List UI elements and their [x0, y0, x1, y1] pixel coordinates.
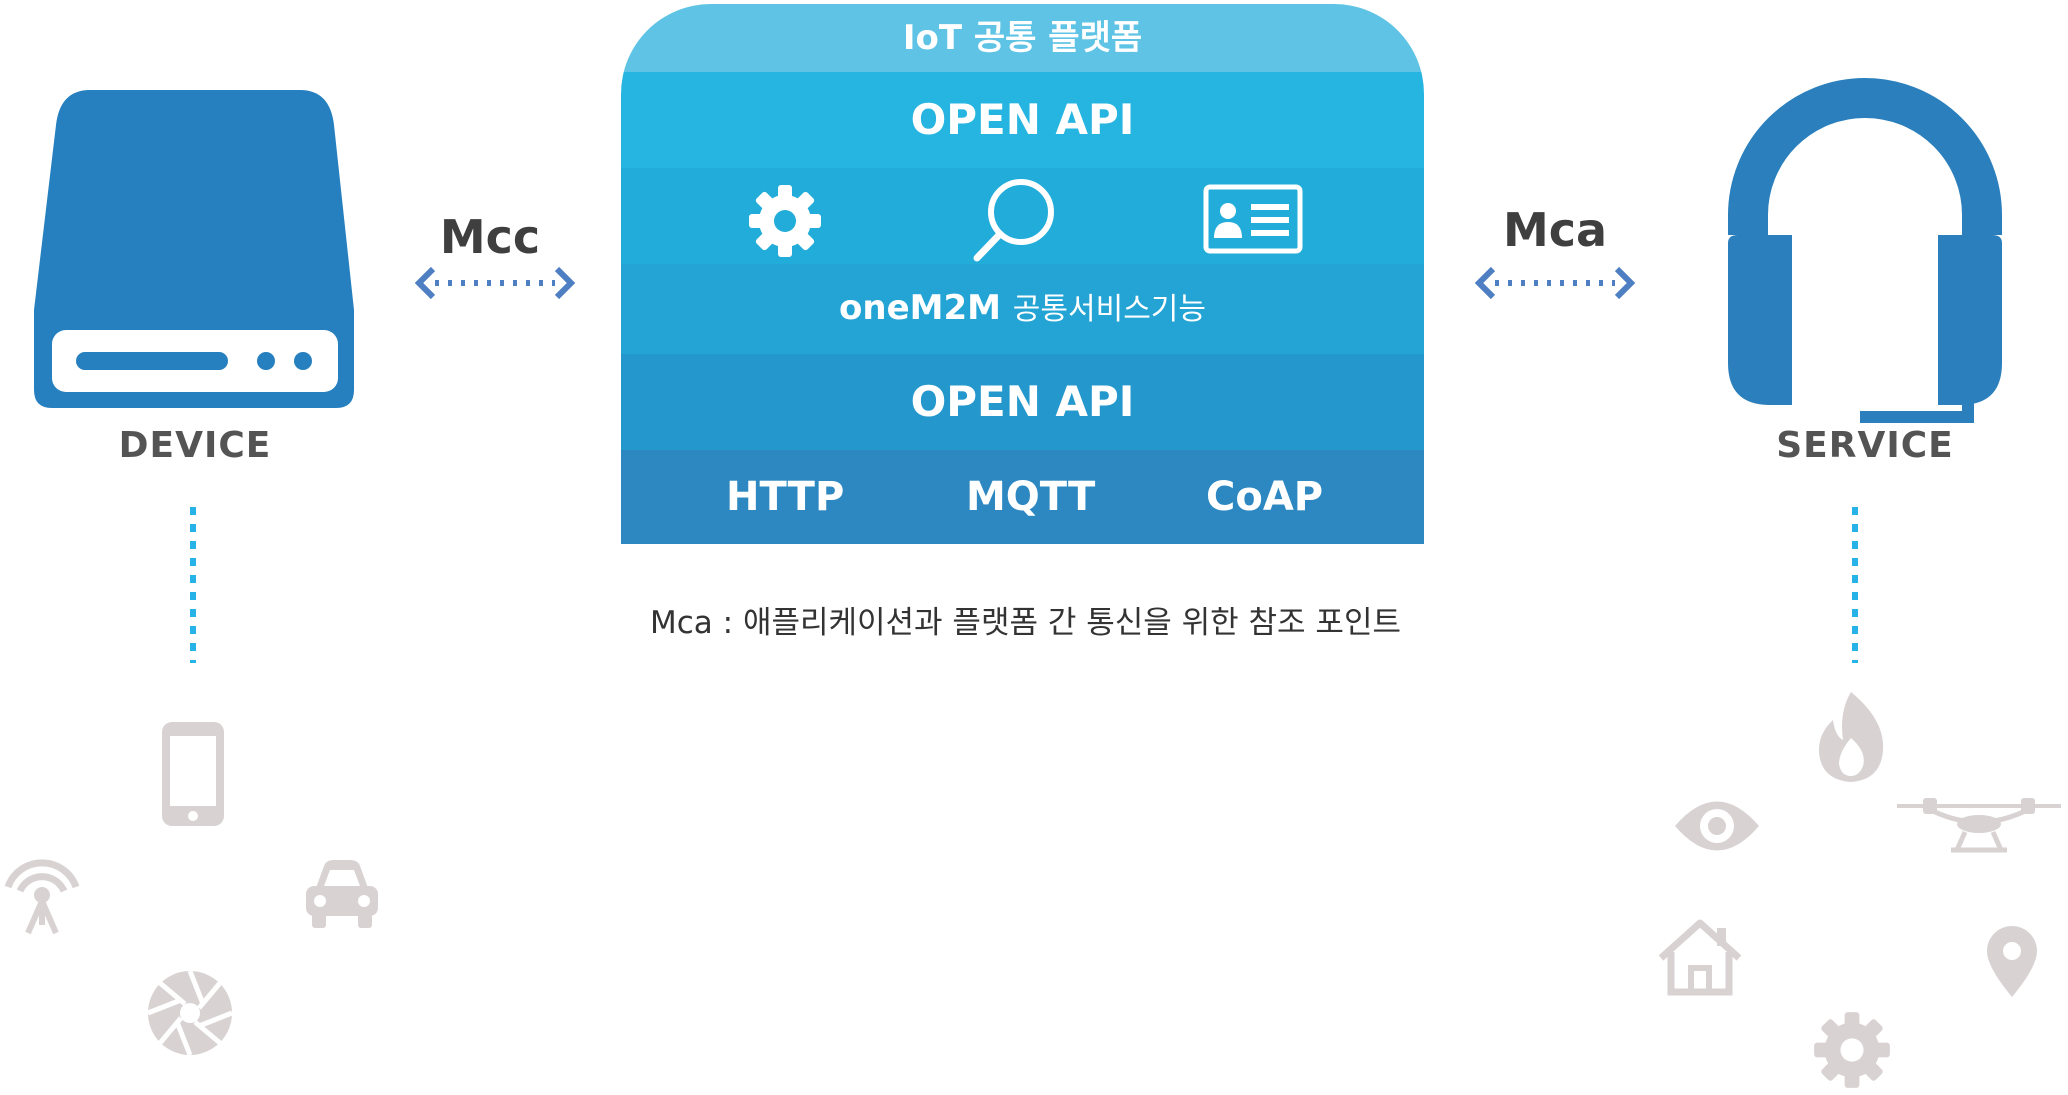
iot-platform-box: IoT 공통 플랫폼 OPEN API oneM2M 공통 — [621, 4, 1424, 544]
mca-arrow — [1475, 266, 1635, 300]
device-dotted-line — [190, 507, 196, 663]
eye-icon — [1675, 801, 1759, 851]
service-label: SERVICE — [1776, 425, 1954, 466]
gear-icon — [749, 185, 821, 257]
service-gear-icon — [1814, 1012, 1890, 1088]
drone-icon — [1897, 798, 2061, 853]
protocol-band: HTTP MQTT CoAP — [621, 450, 1424, 544]
car-icon — [306, 860, 378, 928]
onem2m-label: oneM2M — [839, 288, 1001, 328]
open-api-top: OPEN API — [621, 72, 1424, 168]
caption-text: Mca : 애플리케이션과 플랫폼 간 통신을 위한 참조 포인트 — [650, 605, 1401, 641]
device-label: DEVICE — [118, 425, 272, 466]
protocol-mqtt: MQTT — [966, 474, 1096, 520]
onem2m-service-band: oneM2M 공통서비스기능 — [621, 264, 1424, 354]
flame-icon — [1818, 692, 1884, 782]
platform-title: IoT 공통 플랫폼 — [621, 4, 1424, 72]
headset-icon — [1728, 78, 2002, 423]
mca-label: Mca — [1502, 203, 1608, 257]
service-dotted-line — [1852, 507, 1858, 663]
id-card-icon — [1203, 184, 1303, 254]
camera-shutter-icon — [147, 970, 233, 1056]
home-icon — [1658, 919, 1742, 996]
open-api-bottom: OPEN API — [621, 354, 1424, 450]
mcc-label: Mcc — [439, 210, 541, 264]
device-server-icon — [34, 90, 354, 408]
mcc-arrow — [415, 266, 575, 300]
search-icon — [973, 179, 1054, 262]
common-service-label: 공통서비스기능 — [1012, 292, 1206, 327]
smartphone-icon — [162, 722, 224, 826]
location-pin-icon — [1987, 926, 2037, 997]
platform-icons-row — [621, 168, 1424, 264]
protocol-coap: CoAP — [1206, 474, 1324, 520]
protocol-http: HTTP — [726, 474, 845, 520]
antenna-icon — [4, 859, 80, 935]
